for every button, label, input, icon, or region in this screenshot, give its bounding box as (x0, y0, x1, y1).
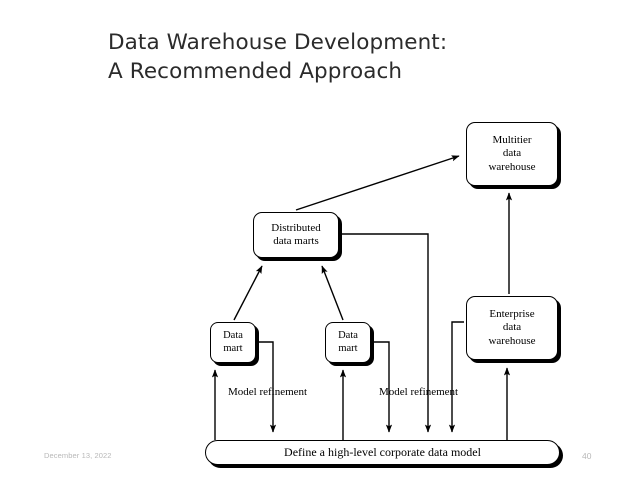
slide-number: 40 (582, 451, 592, 461)
node-data-mart-right[interactable]: Data mart (325, 322, 371, 363)
edge-martright-to-bottom (372, 341, 393, 433)
node-define-corporate-data-model[interactable]: Define a high-level corporate data model (205, 440, 560, 465)
edge-label-model-refinement-right: Model refinement (379, 386, 459, 398)
node-enterprise-data-warehouse[interactable]: Enterprise data warehouse (466, 296, 558, 360)
edge-label-model-refinement-left: Model refinement (228, 386, 308, 398)
edge-enterprise-to-bottom (448, 321, 464, 433)
node-multitier-data-warehouse[interactable]: Multitier data warehouse (466, 122, 558, 186)
edge-distributed-to-multitier (295, 155, 460, 211)
page-title: Data Warehouse Development: A Recommende… (108, 30, 448, 84)
edge-distributed-to-bottom (340, 233, 432, 433)
footer-date: December 13, 2022 (44, 451, 112, 460)
edge-martleft-to-distributed (233, 265, 263, 321)
edge-martleft-to-bottom (257, 341, 277, 433)
node-data-mart-left[interactable]: Data mart (210, 322, 256, 363)
node-distributed-data-marts[interactable]: Distributed data marts (253, 212, 339, 258)
edge-martright-to-distributed (321, 265, 344, 321)
